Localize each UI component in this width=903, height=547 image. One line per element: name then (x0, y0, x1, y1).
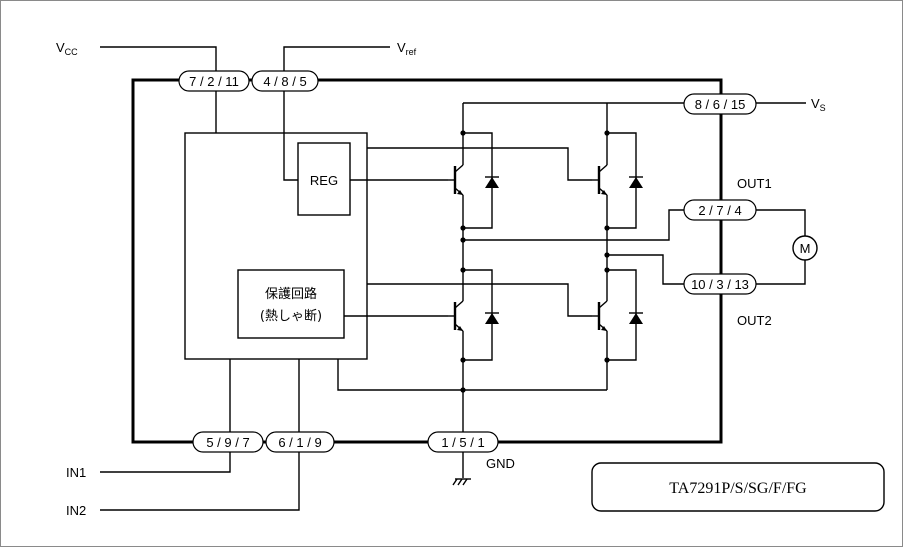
diode-lower-right (607, 269, 643, 361)
diode-upper-right (607, 132, 643, 229)
svg-text:4 / 8 / 5: 4 / 8 / 5 (263, 74, 306, 89)
pin-vref: 4 / 8 / 5 (251, 70, 319, 92)
transistor-lower-right (592, 255, 608, 390)
part-number: TA7291P/S/SG/F/FG (669, 480, 807, 497)
protection-label-line2: (熱しゃ断) (260, 309, 322, 324)
diode-lower-left (463, 269, 499, 361)
transistor-upper-right (592, 164, 608, 255)
svg-text:6 / 1 / 9: 6 / 1 / 9 (278, 435, 321, 450)
reg-block (297, 142, 351, 216)
pin-in2: 6 / 1 / 9 (265, 431, 335, 453)
vcc-label: VCC (56, 40, 78, 57)
svg-text:1 / 5 / 1: 1 / 5 / 1 (441, 435, 484, 450)
pin-vcc: 7 / 2 / 11 (178, 70, 250, 92)
svg-text:5 / 9 / 7: 5 / 9 / 7 (206, 435, 249, 450)
vs-label: VS (811, 96, 826, 113)
svg-text:7 / 2 / 11: 7 / 2 / 11 (189, 74, 239, 89)
transistor-lower-left (448, 228, 464, 443)
svg-text:2 / 7 / 4: 2 / 7 / 4 (698, 203, 741, 218)
svg-text:8 / 6 / 15: 8 / 6 / 15 (695, 97, 746, 112)
ic-boundary (131, 78, 723, 444)
pin-vs: 8 / 6 / 15 (683, 93, 757, 115)
motor-label: M (800, 241, 811, 256)
motor: M (792, 235, 818, 261)
pin-in1: 5 / 9 / 7 (192, 431, 264, 453)
out1-label: OUT1 (737, 176, 772, 191)
pin-out1: 2 / 7 / 4 (683, 199, 757, 221)
diode-upper-left (463, 132, 499, 229)
vref-label: Vref (397, 40, 417, 57)
protection-block (237, 269, 345, 339)
pin-out2: 10 / 3 / 13 (683, 273, 757, 295)
in2-label: IN2 (66, 503, 86, 518)
protection-label-line1: 保護回路 (265, 286, 317, 302)
reg-label: REG (310, 173, 338, 188)
in1-label: IN1 (66, 465, 86, 480)
out2-label: OUT2 (737, 313, 772, 328)
ground-symbol (452, 478, 471, 486)
part-number-box: TA7291P/S/SG/F/FG (591, 462, 885, 512)
pin-gnd: 1 / 5 / 1 (427, 431, 499, 453)
gnd-label: GND (486, 456, 515, 471)
transistor-upper-left (448, 164, 464, 228)
svg-text:10 / 3 / 13: 10 / 3 / 13 (691, 277, 749, 292)
